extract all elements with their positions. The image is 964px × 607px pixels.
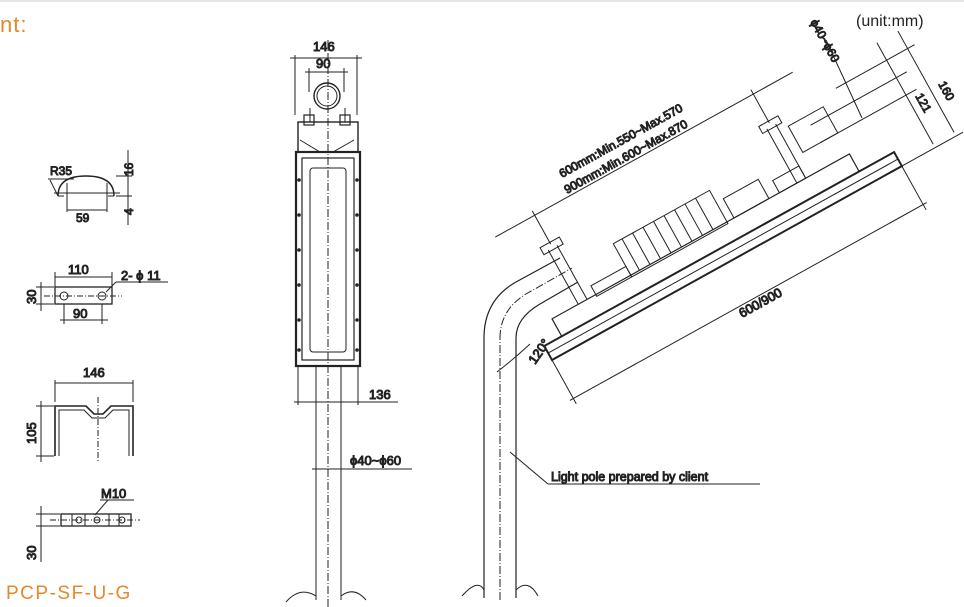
front-pole-diameter-label: ϕ40~ϕ60 — [350, 453, 401, 468]
top-divider — [0, 0, 964, 2]
side-angle-label: 120° — [525, 336, 553, 367]
unit-label: (unit:mm) — [856, 13, 924, 30]
bolt-plate-detail: M10 30 — [24, 486, 140, 562]
front-pipe-width-label: 90 — [316, 56, 330, 71]
side-pole-diameter-label: ϕ40~ϕ60 — [807, 17, 842, 65]
pole-prepared-label: Light pole prepared by client — [551, 470, 709, 484]
plate-height-label: 30 — [24, 290, 39, 304]
front-body-width-label: 136 — [369, 387, 391, 402]
u-channel-width-label: 146 — [83, 365, 105, 380]
u-channel-detail: 146 105 — [24, 365, 134, 462]
plate-spacing-label: 90 — [73, 306, 87, 321]
clamp-width-label: 59 — [76, 211, 90, 225]
front-view: 146 90 136 — [285, 39, 412, 607]
bolt-label: M10 — [101, 486, 126, 501]
front-top-width-label: 146 — [313, 39, 335, 54]
side-height-160-label: 160 — [935, 79, 957, 104]
side-view: 120° — [461, 16, 964, 600]
clamp-height-label: 16 — [122, 162, 136, 176]
section-title: nt: — [0, 12, 28, 37]
side-length-label: 600/900 — [736, 285, 784, 321]
clamp-radius-label: R35 — [50, 164, 72, 178]
plate-holes-label: 2- ϕ 11 — [121, 268, 161, 283]
bolt-plate-height-label: 30 — [24, 546, 39, 560]
plate-detail: 110 2- ϕ 11 30 90 — [24, 262, 168, 324]
clamp-thickness-label: 4 — [122, 208, 136, 215]
side-height-121-label: 121 — [912, 91, 934, 116]
clamp-detail: R35 59 16 4 — [48, 150, 137, 226]
plate-length-label: 110 — [68, 262, 89, 277]
model-number: PCP-SF-U-G — [6, 583, 132, 604]
u-channel-height-label: 105 — [24, 422, 39, 444]
